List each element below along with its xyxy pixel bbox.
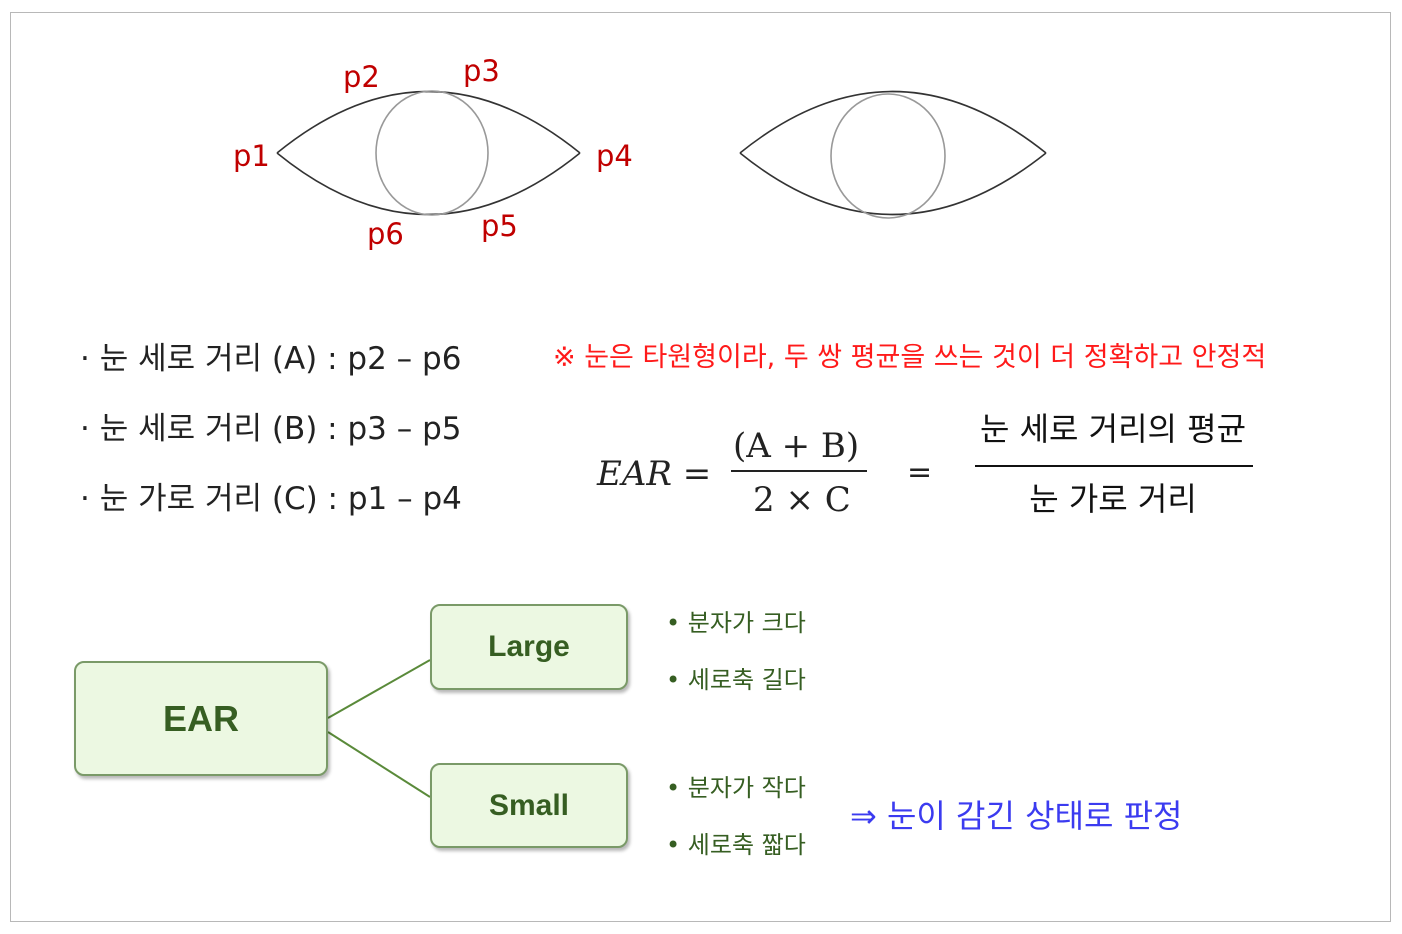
small-label: Small bbox=[488, 788, 570, 822]
formula-equals: = bbox=[907, 455, 933, 490]
formula-denominator: 2 × C bbox=[753, 480, 851, 520]
point-label-p2: p2 bbox=[343, 60, 380, 94]
open-eye-shape bbox=[276, 90, 581, 216]
small-bullet-1: • 분자가 작다 bbox=[666, 774, 806, 802]
definition-c: · 눈 가로 거리 (C) : p1 – p4 bbox=[80, 481, 462, 517]
large-bullet-2: • 세로축 길다 bbox=[666, 666, 806, 694]
point-label-p6: p6 bbox=[367, 217, 404, 251]
point-label-p4: p4 bbox=[596, 139, 633, 173]
point-label-p3: p3 bbox=[463, 54, 500, 88]
point-label-p1: p1 bbox=[233, 139, 270, 173]
conclusion-text: ⇒ 눈이 감긴 상태로 판정 bbox=[850, 797, 1183, 835]
diagram-frame bbox=[10, 12, 1391, 922]
word-fraction-bar bbox=[975, 465, 1253, 467]
definition-a: · 눈 세로 거리 (A) : p2 – p6 bbox=[80, 341, 462, 377]
formula-fraction-bar bbox=[731, 470, 867, 472]
formula-numerator: (A + B) bbox=[733, 426, 860, 466]
small-bullet-2: • 세로축 짧다 bbox=[666, 831, 806, 859]
ear-root-label: EAR bbox=[162, 697, 239, 739]
connector-large bbox=[327, 659, 431, 719]
definition-b: · 눈 세로 거리 (B) : p3 – p5 bbox=[80, 411, 462, 447]
ear-root-box: EAR bbox=[74, 661, 328, 776]
large-label: Large bbox=[488, 630, 570, 663]
reference-eye-shape bbox=[739, 90, 1047, 219]
word-numerator: 눈 세로 거리의 평균 bbox=[979, 410, 1247, 448]
connector-small bbox=[327, 731, 431, 798]
formula-lhs: EAR = bbox=[597, 454, 712, 494]
ellipse-note: ※ 눈은 타원형이라, 두 쌍 평균을 쓰는 것이 더 정확하고 안정적 bbox=[553, 342, 1267, 373]
large-bullet-1: • 분자가 크다 bbox=[666, 609, 806, 637]
point-label-p5: p5 bbox=[481, 209, 518, 243]
large-box: Large bbox=[430, 604, 628, 690]
small-box: Small bbox=[430, 763, 628, 848]
word-denominator: 눈 가로 거리 bbox=[1029, 480, 1197, 518]
